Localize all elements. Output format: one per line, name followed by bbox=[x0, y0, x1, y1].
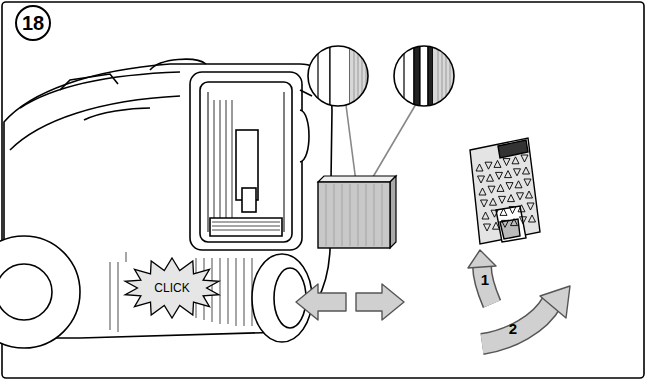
grille-triangle bbox=[523, 167, 530, 174]
grille-triangle bbox=[485, 162, 492, 169]
grille-triangle bbox=[479, 188, 486, 195]
grille-triangle bbox=[511, 219, 518, 226]
grille-triangle bbox=[476, 164, 483, 171]
click-starburst: CLICK bbox=[124, 258, 220, 318]
grille-triangle bbox=[500, 208, 507, 215]
grille-triangle bbox=[518, 205, 525, 212]
callout-number: 1 bbox=[481, 271, 489, 288]
grille-triangle bbox=[490, 198, 497, 205]
magnifier-detail bbox=[308, 40, 380, 120]
click-text: CLICK bbox=[154, 281, 189, 295]
leader-line bbox=[346, 104, 416, 182]
grille-triangle bbox=[505, 171, 512, 178]
grille-triangle bbox=[512, 157, 519, 164]
grille-triangle bbox=[502, 220, 509, 227]
grille-triangle bbox=[527, 203, 534, 210]
grille-triangle bbox=[497, 184, 504, 191]
grille-triangle bbox=[514, 169, 521, 176]
grille-triangle bbox=[517, 193, 524, 200]
grille-triangle bbox=[488, 186, 495, 193]
step-number: 18 bbox=[22, 12, 44, 35]
direction-arrow bbox=[296, 284, 404, 320]
grille-triangle bbox=[499, 196, 506, 203]
callout-number: 2 bbox=[509, 320, 517, 337]
grille-triangle bbox=[484, 224, 491, 231]
grille-triangle bbox=[515, 181, 522, 188]
grille-triangle bbox=[482, 212, 489, 219]
grille-triangle bbox=[491, 210, 498, 217]
grille-triangle bbox=[487, 174, 494, 181]
grille-triangle bbox=[521, 155, 528, 162]
vacuum-cleaner bbox=[0, 59, 332, 348]
grille-triangle bbox=[506, 183, 513, 190]
filter-grille bbox=[470, 138, 540, 244]
grille-triangle bbox=[508, 195, 515, 202]
grille-triangle bbox=[520, 217, 527, 224]
rotation-arrow bbox=[468, 250, 570, 344]
grille-triangle bbox=[478, 176, 485, 183]
magnifier-detail bbox=[394, 40, 463, 120]
grille-triangle bbox=[494, 160, 501, 167]
grille-triangle bbox=[481, 200, 488, 207]
filter bbox=[318, 176, 396, 248]
step-number-circle: 18 bbox=[15, 5, 51, 41]
grille-triangle bbox=[493, 222, 500, 229]
grille-triangle bbox=[509, 207, 516, 214]
grille-triangle bbox=[524, 179, 531, 186]
grille-triangle bbox=[503, 159, 510, 166]
grille-triangle bbox=[496, 172, 503, 179]
grille-triangle bbox=[529, 215, 536, 222]
grille-triangle bbox=[526, 191, 533, 198]
